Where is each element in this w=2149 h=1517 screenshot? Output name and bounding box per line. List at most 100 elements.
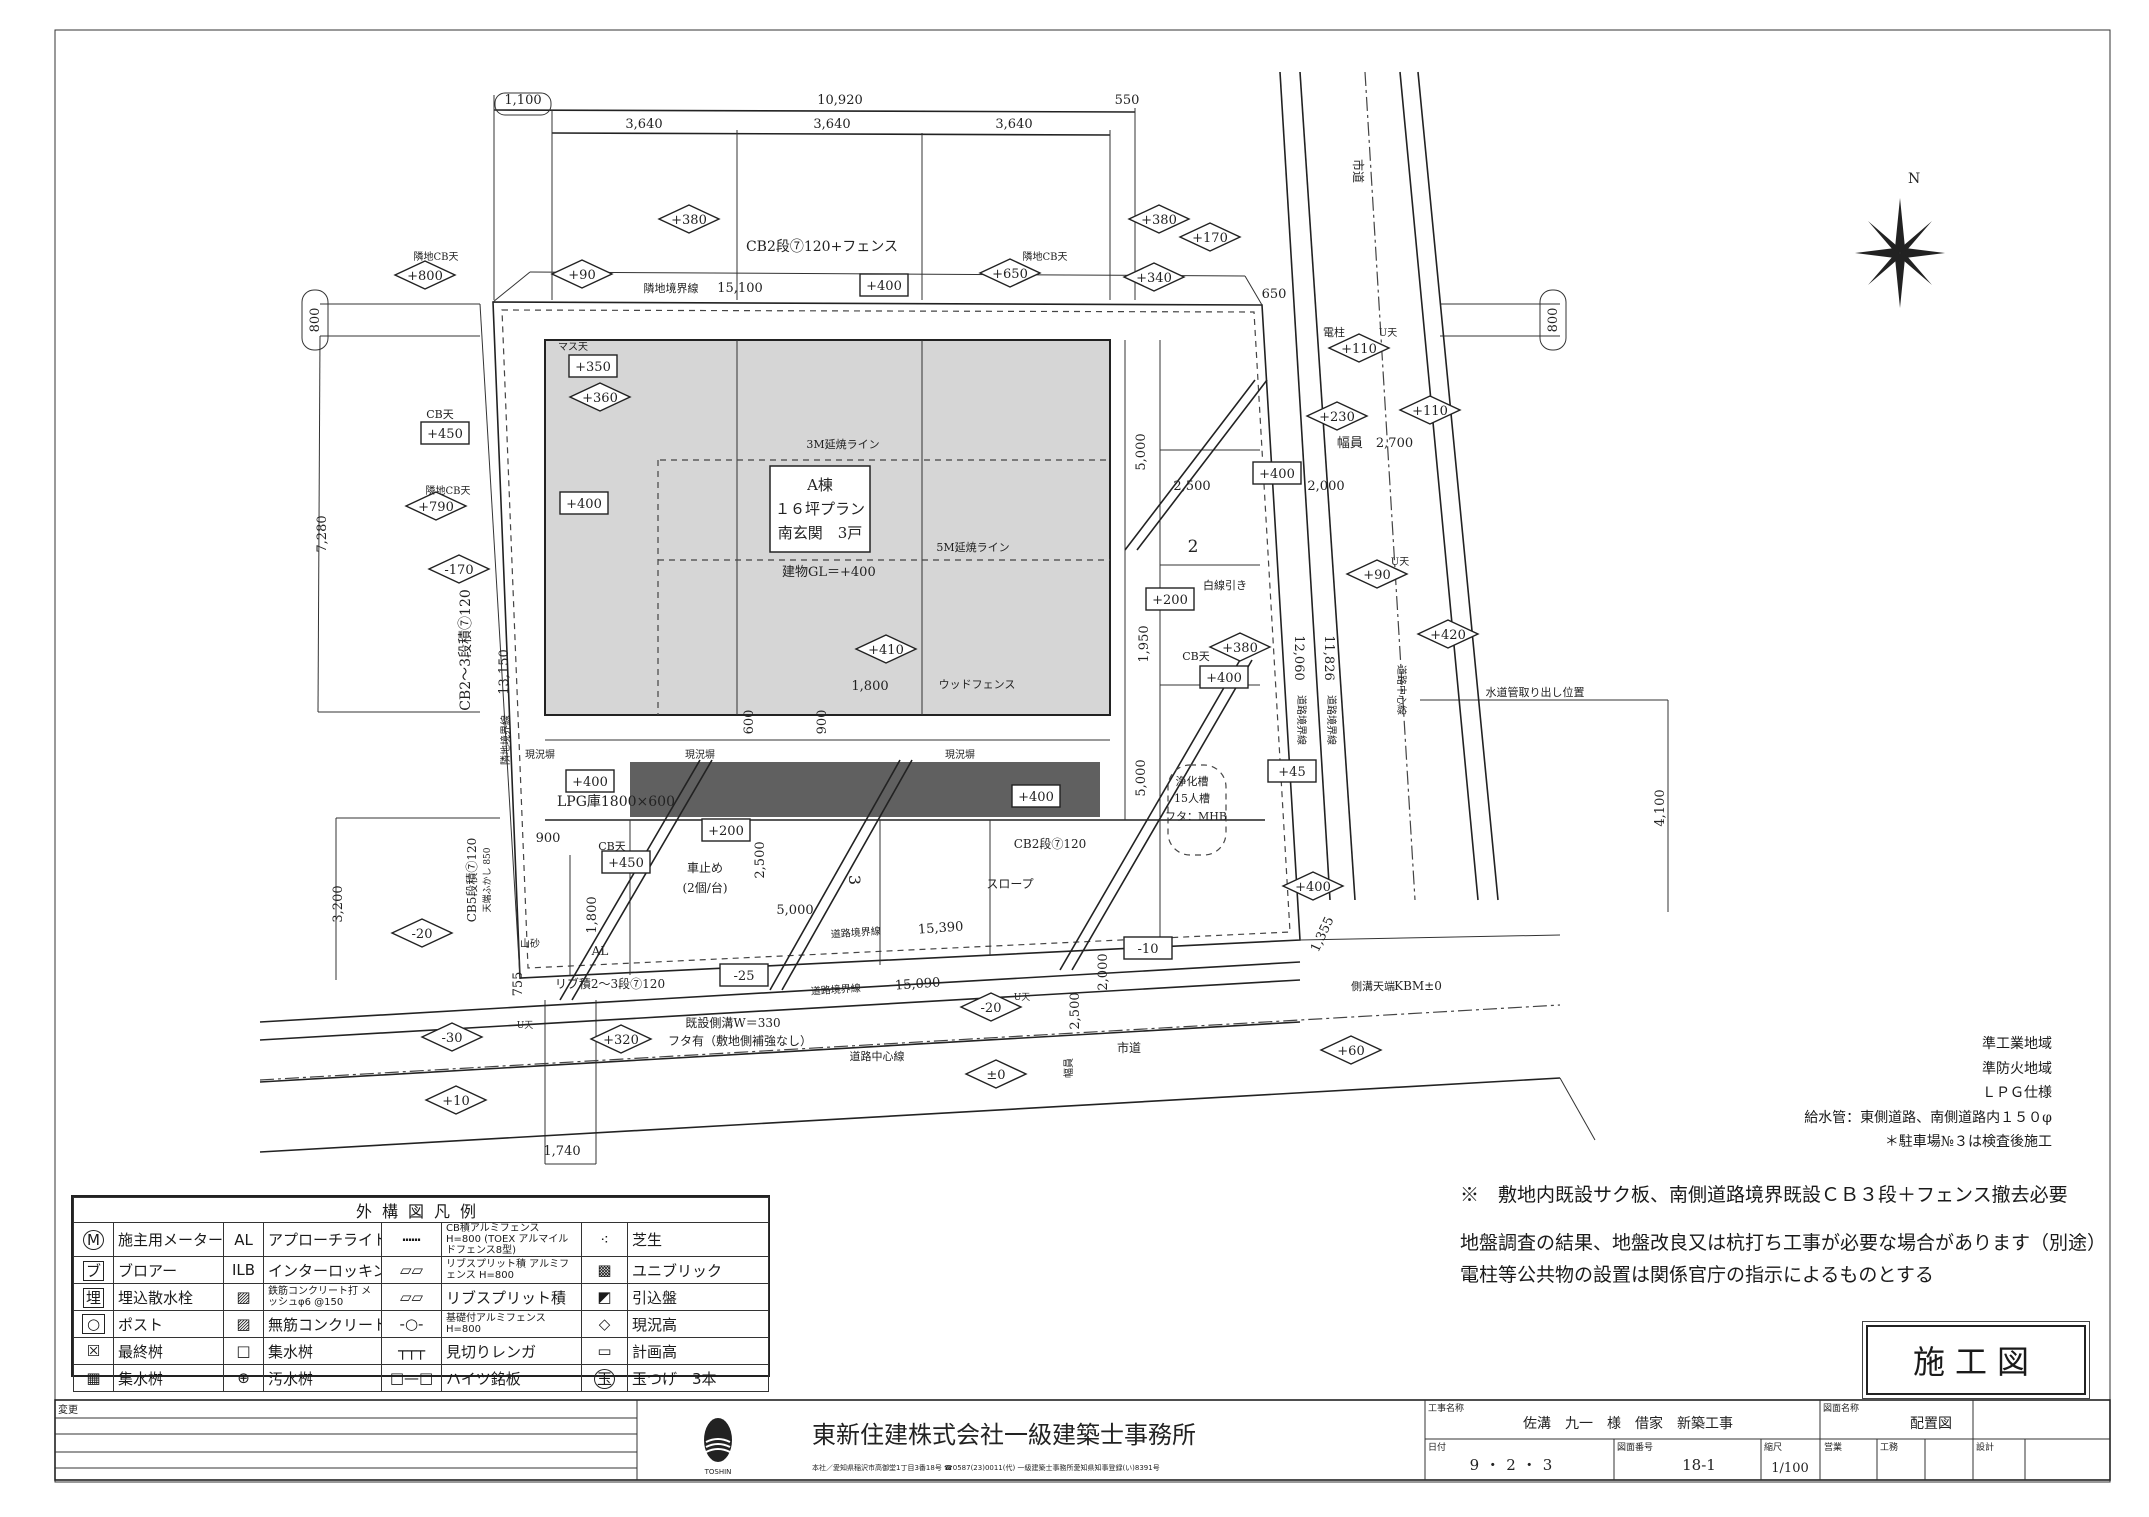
blower-icon: ブ [73, 1256, 114, 1284]
plan-label: LPG庫1800×600 [557, 793, 675, 810]
legend-label: 汚水桝 [263, 1364, 382, 1392]
existing-level-marker [657, 204, 721, 234]
north-label: N [1908, 171, 1920, 187]
scale-label: 縮尺 [1764, 1441, 1782, 1453]
existing-level-marker [1127, 204, 1191, 234]
legend-label: 無筋コンクリート打 [263, 1310, 382, 1338]
parking-and-yard-lines [545, 340, 1268, 1001]
meter-icon: M [73, 1222, 114, 1257]
planned-level-value: +400 [566, 497, 602, 512]
dimension-label: 1,740 [543, 1144, 580, 1159]
building-label-line-2: １６坪プラン [775, 500, 865, 518]
dimension-label: 3,640 [813, 117, 850, 132]
catch-basin-icon: ▦ [73, 1364, 114, 1392]
scale-value: 1/100 [1771, 1461, 1808, 1476]
company-name: 東新住建株式会社一級建築士事務所 [812, 1421, 1196, 1449]
dimension-label: 2,500 [1173, 479, 1210, 494]
drawing-number-label: 図面番号 [1617, 1441, 1653, 1453]
existing-level-value: +110 [1341, 342, 1377, 357]
plan-label: 幅員 [1062, 1058, 1075, 1078]
planned-level-marker [719, 963, 769, 987]
dimension-label: 1,100 [504, 93, 541, 108]
project-name: 佐溝 九一 様 借家 新築工事 [1523, 1415, 1733, 1432]
planned-level-value: +400 [1018, 790, 1054, 805]
plan-label: ウッドフェンス [939, 678, 1016, 691]
zoning-notes: 準工業地域 準防火地域 ＬＰＧ仕様 給水管：東側道路、南側道路内１５０φ ＊駐車… [1804, 1032, 2052, 1155]
plan-label: 浄化槽 [1176, 774, 1209, 788]
planned-level-marker [701, 818, 751, 842]
dimension-label: 550 [1115, 93, 1140, 108]
existing-level-marker [568, 382, 632, 412]
dimension-label: 1,355 [1308, 914, 1337, 954]
dimension-label: 12,060 [1291, 635, 1306, 681]
plan-label: 隣地CB天 [426, 484, 471, 497]
legend-label: 集水桝 [113, 1364, 224, 1392]
existing-level-value: +90 [1363, 568, 1390, 583]
legend-label: 芝生 [626, 1222, 770, 1257]
plan-label: フタ有（敷地側補強なし） [668, 1033, 812, 1048]
legend-row: 埋埋込散水栓▨鉄筋コンクリート打 メッシュφ6 @150▱▱リブスプリット積◩引… [73, 1283, 770, 1311]
dimension-label: 3,640 [625, 117, 662, 132]
rib-split-icon: ▱▱ [381, 1283, 442, 1311]
plan-label: 隣地CB天 [414, 250, 459, 263]
existing-level-marker [1416, 619, 1480, 649]
existing-level-value: +110 [1412, 404, 1448, 419]
legend-label: 鉄筋コンクリート打 メッシュφ6 @150 [263, 1283, 382, 1311]
dimension-label: 5,000 [776, 903, 813, 918]
existing-level-value: +400 [1295, 880, 1331, 895]
planned-level-marker [1267, 759, 1317, 783]
existing-level-marker [1122, 262, 1186, 292]
planned-level-value: +200 [1152, 593, 1188, 608]
plan-label: 2 [1188, 537, 1199, 557]
plan-label: (2個/台) [682, 880, 727, 895]
planned-level-value: +350 [575, 360, 611, 375]
plan-label: 現況塀 [685, 749, 715, 761]
existing-level-value: +420 [1430, 628, 1466, 643]
dimension-label: 1,800 [585, 896, 600, 933]
plan-label: スロープ [986, 877, 1033, 891]
legend-row: ブブロアーILBインターロッキング▱▱リブスプリット積 アルミフェンス H=80… [73, 1256, 770, 1284]
logo-text: TOSHIN [704, 1468, 732, 1476]
existing-level-value: -30 [442, 1031, 463, 1046]
dimension-label: 13,150 [497, 649, 512, 695]
existing-level-value: +340 [1136, 271, 1172, 286]
removal-note: ※ 敷地内既設サク板、南側道路境界既設ＣＢ３段＋フェンス撤去必要 [1460, 1184, 2068, 1206]
plan-label: 3M延焼ライン [806, 438, 879, 451]
legend-label: 玉つげ 3本 [626, 1364, 770, 1392]
existing-level-marker [420, 1022, 484, 1052]
existing-level-marker [1281, 871, 1345, 901]
building-label-line-3: 南玄関 3戸 [778, 524, 863, 542]
east-road [1279, 71, 1499, 901]
plan-label: 市道 [1351, 159, 1366, 183]
note-zoning-2: 準防火地域 [1982, 1060, 2052, 1077]
dimension-label: 4,100 [1653, 789, 1668, 826]
date-label: 日付 [1428, 1442, 1446, 1453]
north-arrow-icon: N [1855, 171, 1945, 308]
planned-level-marker [1123, 936, 1173, 960]
existing-level-value: +10 [442, 1094, 469, 1109]
existing-level-value: +790 [418, 500, 454, 515]
existing-level-marker [854, 634, 918, 664]
existing-level-value: +410 [868, 643, 904, 658]
dimension-label: 1,800 [851, 679, 888, 694]
plan-label: 電柱 [1323, 325, 1345, 339]
planned-level-marker [1252, 461, 1302, 485]
nameplate-icon: □—□ [381, 1364, 442, 1392]
existing-level-marker [589, 1024, 653, 1054]
design-label: 設計 [1976, 1441, 1994, 1453]
legend-label: ポスト [113, 1310, 224, 1338]
drawing-name: 配置図 [1910, 1416, 1952, 1432]
top-dimension-lines [493, 92, 1136, 300]
dimension-label: 5,000 [1134, 433, 1149, 470]
planned-level-value: +450 [608, 856, 644, 871]
existing-level-marker [959, 992, 1023, 1022]
planned-level-icon: ▭ [581, 1337, 628, 1365]
planned-level-value: +400 [1206, 671, 1242, 686]
dimension-label: 15,390 [918, 919, 964, 937]
revision-label: 変更 [58, 1403, 78, 1416]
planned-level-value: +400 [572, 775, 608, 790]
existing-level-marker [1305, 401, 1369, 431]
title-block-frame [54, 1399, 2111, 1481]
existing-level-marker [427, 554, 491, 584]
